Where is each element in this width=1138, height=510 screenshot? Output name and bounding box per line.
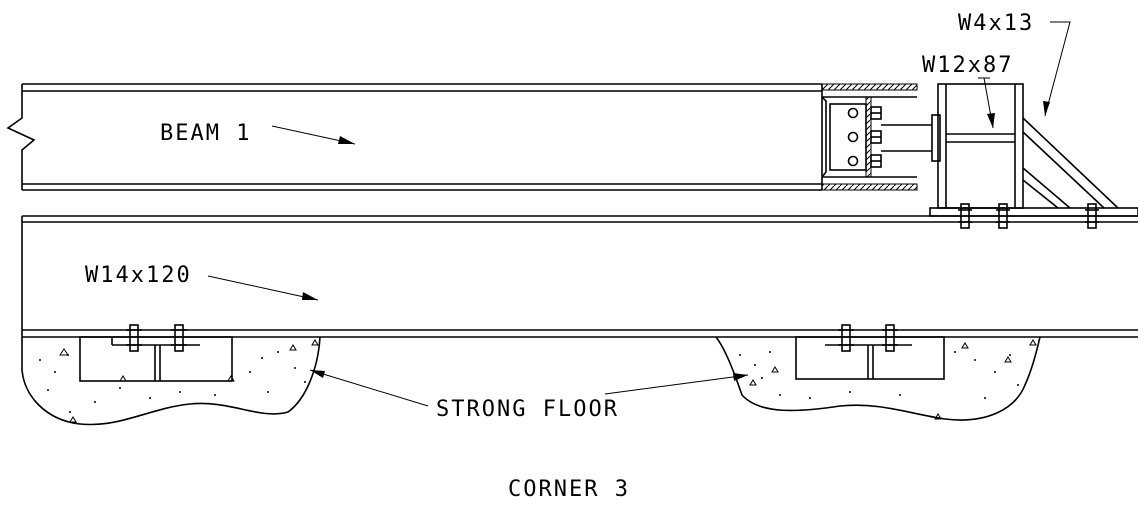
beam-1 (6, 83, 823, 191)
w4x13-label: W4x13 (958, 11, 1034, 36)
label-w4x13: W4x13 (958, 11, 1071, 117)
label-strong-floor: STRONG FLOOR (309, 369, 749, 422)
bolt-icon (847, 131, 859, 143)
w14x120-label: W14x120 (85, 263, 192, 288)
drawing-caption: CORNER 3 (508, 477, 630, 502)
strong-floor-right (715, 324, 1041, 421)
bolt-icon (847, 155, 859, 167)
concrete-speckle (39, 339, 319, 423)
concrete-speckle (739, 339, 1037, 420)
break-line (6, 84, 36, 190)
anchor-bolts-top (958, 203, 1099, 229)
label-beam-1: BEAM 1 (160, 121, 356, 146)
brace-w4x13 (1022, 117, 1119, 209)
bolt-icon (847, 107, 859, 119)
beam-1-label: BEAM 1 (160, 121, 251, 146)
column-w12x87 (929, 83, 1138, 217)
strong-floor-label: STRONG FLOOR (436, 397, 619, 422)
strong-floor-left (21, 324, 321, 426)
beam-end-connection (821, 83, 941, 191)
label-w12x87: W12x87 (922, 53, 1013, 129)
w12x87-label: W12x87 (922, 53, 1013, 78)
label-w14x120: W14x120 (85, 263, 319, 301)
